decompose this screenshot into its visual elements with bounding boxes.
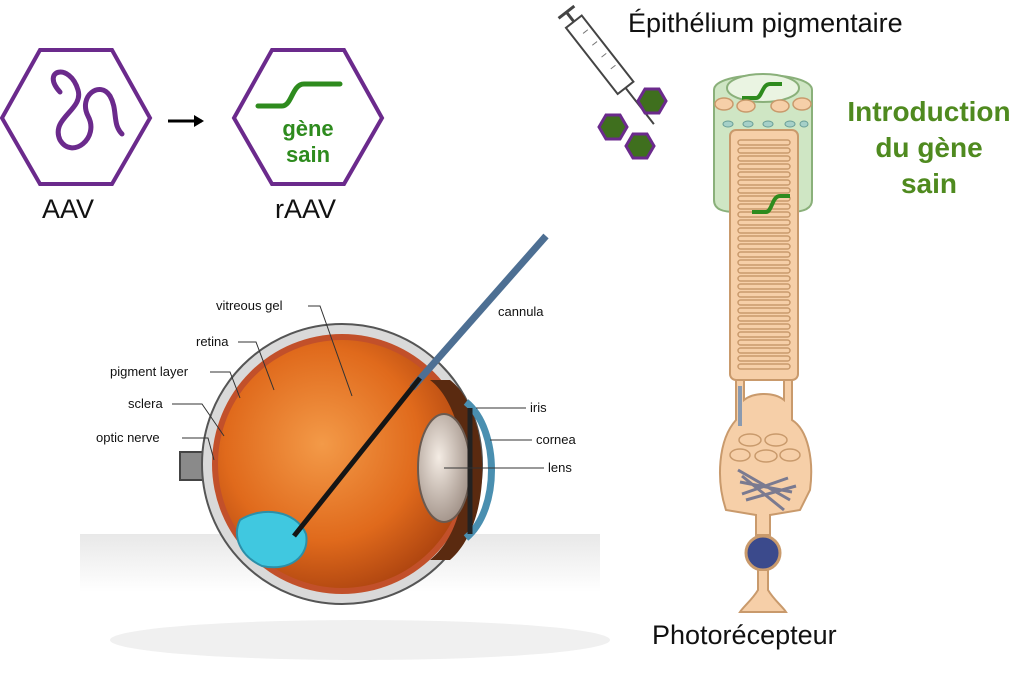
- membrane-disc: [737, 283, 791, 290]
- gene-line-2: sain: [285, 142, 331, 167]
- membrane-disc: [737, 235, 791, 242]
- label-cannula: cannula: [498, 304, 544, 319]
- introduction-text: Introduction du gène sain: [834, 94, 1024, 202]
- raav-capsid-icon: [231, 48, 385, 186]
- membrane-disc: [737, 155, 791, 162]
- membrane-disc: [737, 355, 791, 362]
- arrow-right-icon: [168, 115, 204, 127]
- gene-line-1: gène: [282, 116, 334, 141]
- membrane-disc: [737, 203, 791, 210]
- membrane-disc: [737, 315, 791, 322]
- gene-text: gène sain: [258, 116, 358, 168]
- membrane-disc: [737, 307, 791, 314]
- membrane-disc: [737, 171, 791, 178]
- label-iris: iris: [530, 400, 547, 415]
- membrane-disc: [737, 267, 791, 274]
- membrane-disc: [737, 147, 791, 154]
- membrane-disc: [737, 363, 791, 370]
- membrane-disc: [737, 275, 791, 282]
- membrane-disc: [737, 195, 791, 202]
- membrane-disc: [737, 179, 791, 186]
- membrane-disc: [737, 259, 791, 266]
- aav-capsid-icon: [0, 48, 153, 186]
- label-lens: lens: [548, 460, 572, 475]
- membrane-disc: [737, 339, 791, 346]
- label-sclera: sclera: [128, 396, 163, 411]
- photoreceptor-cell: [713, 73, 813, 613]
- membrane-disc: [737, 291, 791, 298]
- intro-line-3: sain: [900, 168, 958, 199]
- raav-label: rAAV: [275, 194, 337, 224]
- membrane-disc: [737, 227, 791, 234]
- viral-particles-icon: [597, 87, 668, 160]
- intro-line-2: du gène: [875, 132, 983, 163]
- label-vitreous-gel: vitreous gel: [216, 298, 283, 313]
- epithelium-title: Épithélium pigmentaire: [628, 8, 903, 38]
- eye-cross-section: [80, 233, 610, 660]
- membrane-disc: [737, 243, 791, 250]
- membrane-disc: [737, 323, 791, 330]
- label-optic-nerve: optic nerve: [96, 430, 160, 445]
- membrane-disc: [737, 251, 791, 258]
- membrane-disc: [737, 139, 791, 146]
- membrane-disc: [737, 331, 791, 338]
- membrane-disc: [737, 347, 791, 354]
- label-retina: retina: [196, 334, 229, 349]
- aav-label: AAV: [42, 194, 95, 224]
- membrane-disc: [737, 299, 791, 306]
- membrane-disc: [737, 187, 791, 194]
- label-pigment-layer: pigment layer: [110, 364, 189, 379]
- label-cornea: cornea: [536, 432, 576, 447]
- membrane-disc: [737, 219, 791, 226]
- intro-line-1: Introduction: [847, 96, 1011, 127]
- photoreceptor-label: Photorécepteur: [652, 620, 837, 650]
- membrane-disc: [737, 163, 791, 170]
- syringe-icon: [557, 4, 655, 125]
